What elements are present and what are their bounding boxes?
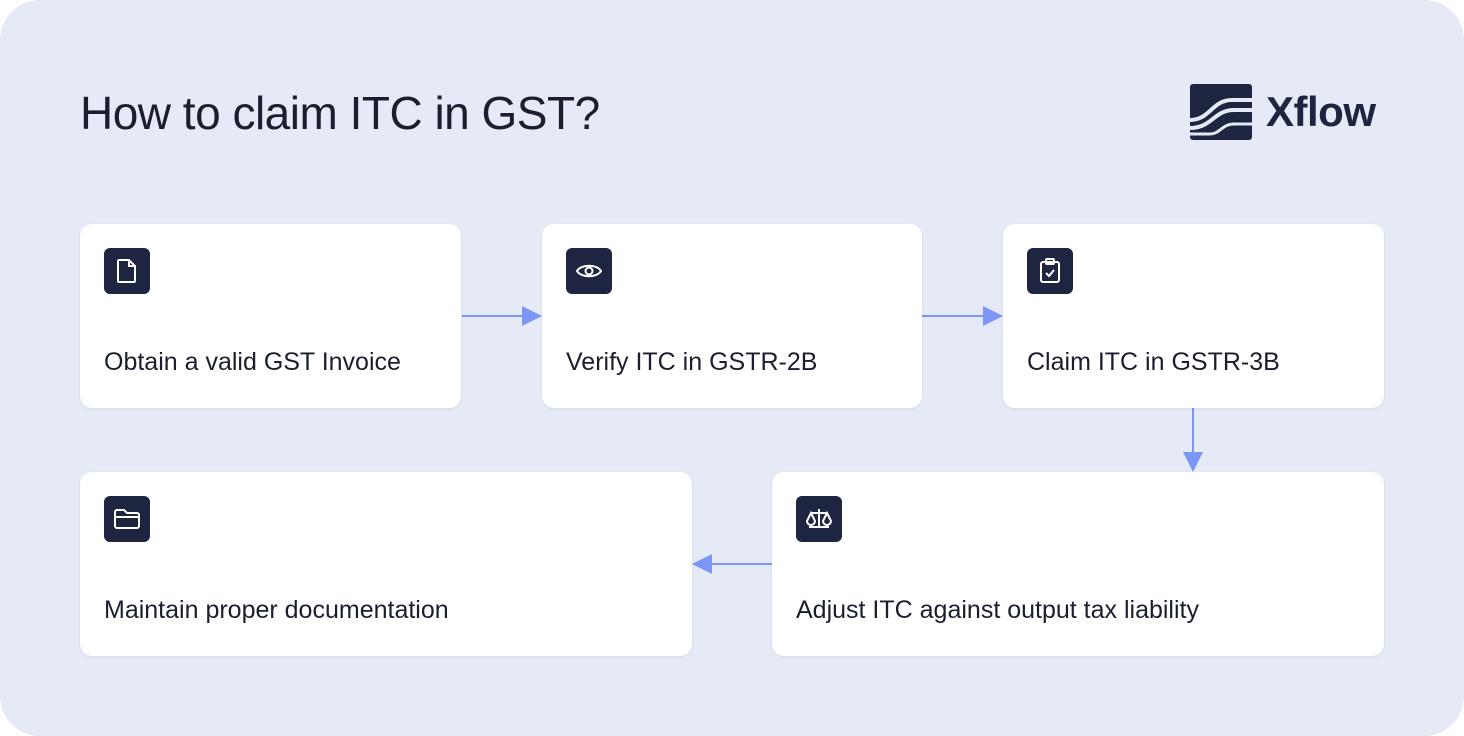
scale-icon	[796, 496, 842, 542]
step-label: Maintain proper documentation	[104, 596, 449, 624]
page-title: How to claim ITC in GST?	[80, 87, 600, 139]
document-icon	[104, 248, 150, 294]
xflow-logo-text: Xflow	[1266, 88, 1376, 135]
xflow-logo-icon	[1190, 84, 1252, 140]
step-card-4: Adjust ITC against output tax liability	[772, 472, 1384, 656]
step-card-1: Obtain a valid GST Invoice	[80, 224, 461, 408]
folder-icon	[104, 496, 150, 542]
step-label: Verify ITC in GSTR-2B	[566, 348, 818, 376]
step-label: Claim ITC in GSTR-3B	[1027, 348, 1280, 376]
step-label: Obtain a valid GST Invoice	[104, 348, 401, 376]
clipboard-check-icon	[1027, 248, 1073, 294]
step-card-3: Claim ITC in GSTR-3B	[1003, 224, 1384, 408]
eye-icon	[566, 248, 612, 294]
step-label: Adjust ITC against output tax liability	[796, 596, 1199, 624]
xflow-logo: Xflow	[1190, 84, 1376, 140]
step-card-5: Maintain proper documentation	[80, 472, 692, 656]
step-card-2: Verify ITC in GSTR-2B	[542, 224, 922, 408]
